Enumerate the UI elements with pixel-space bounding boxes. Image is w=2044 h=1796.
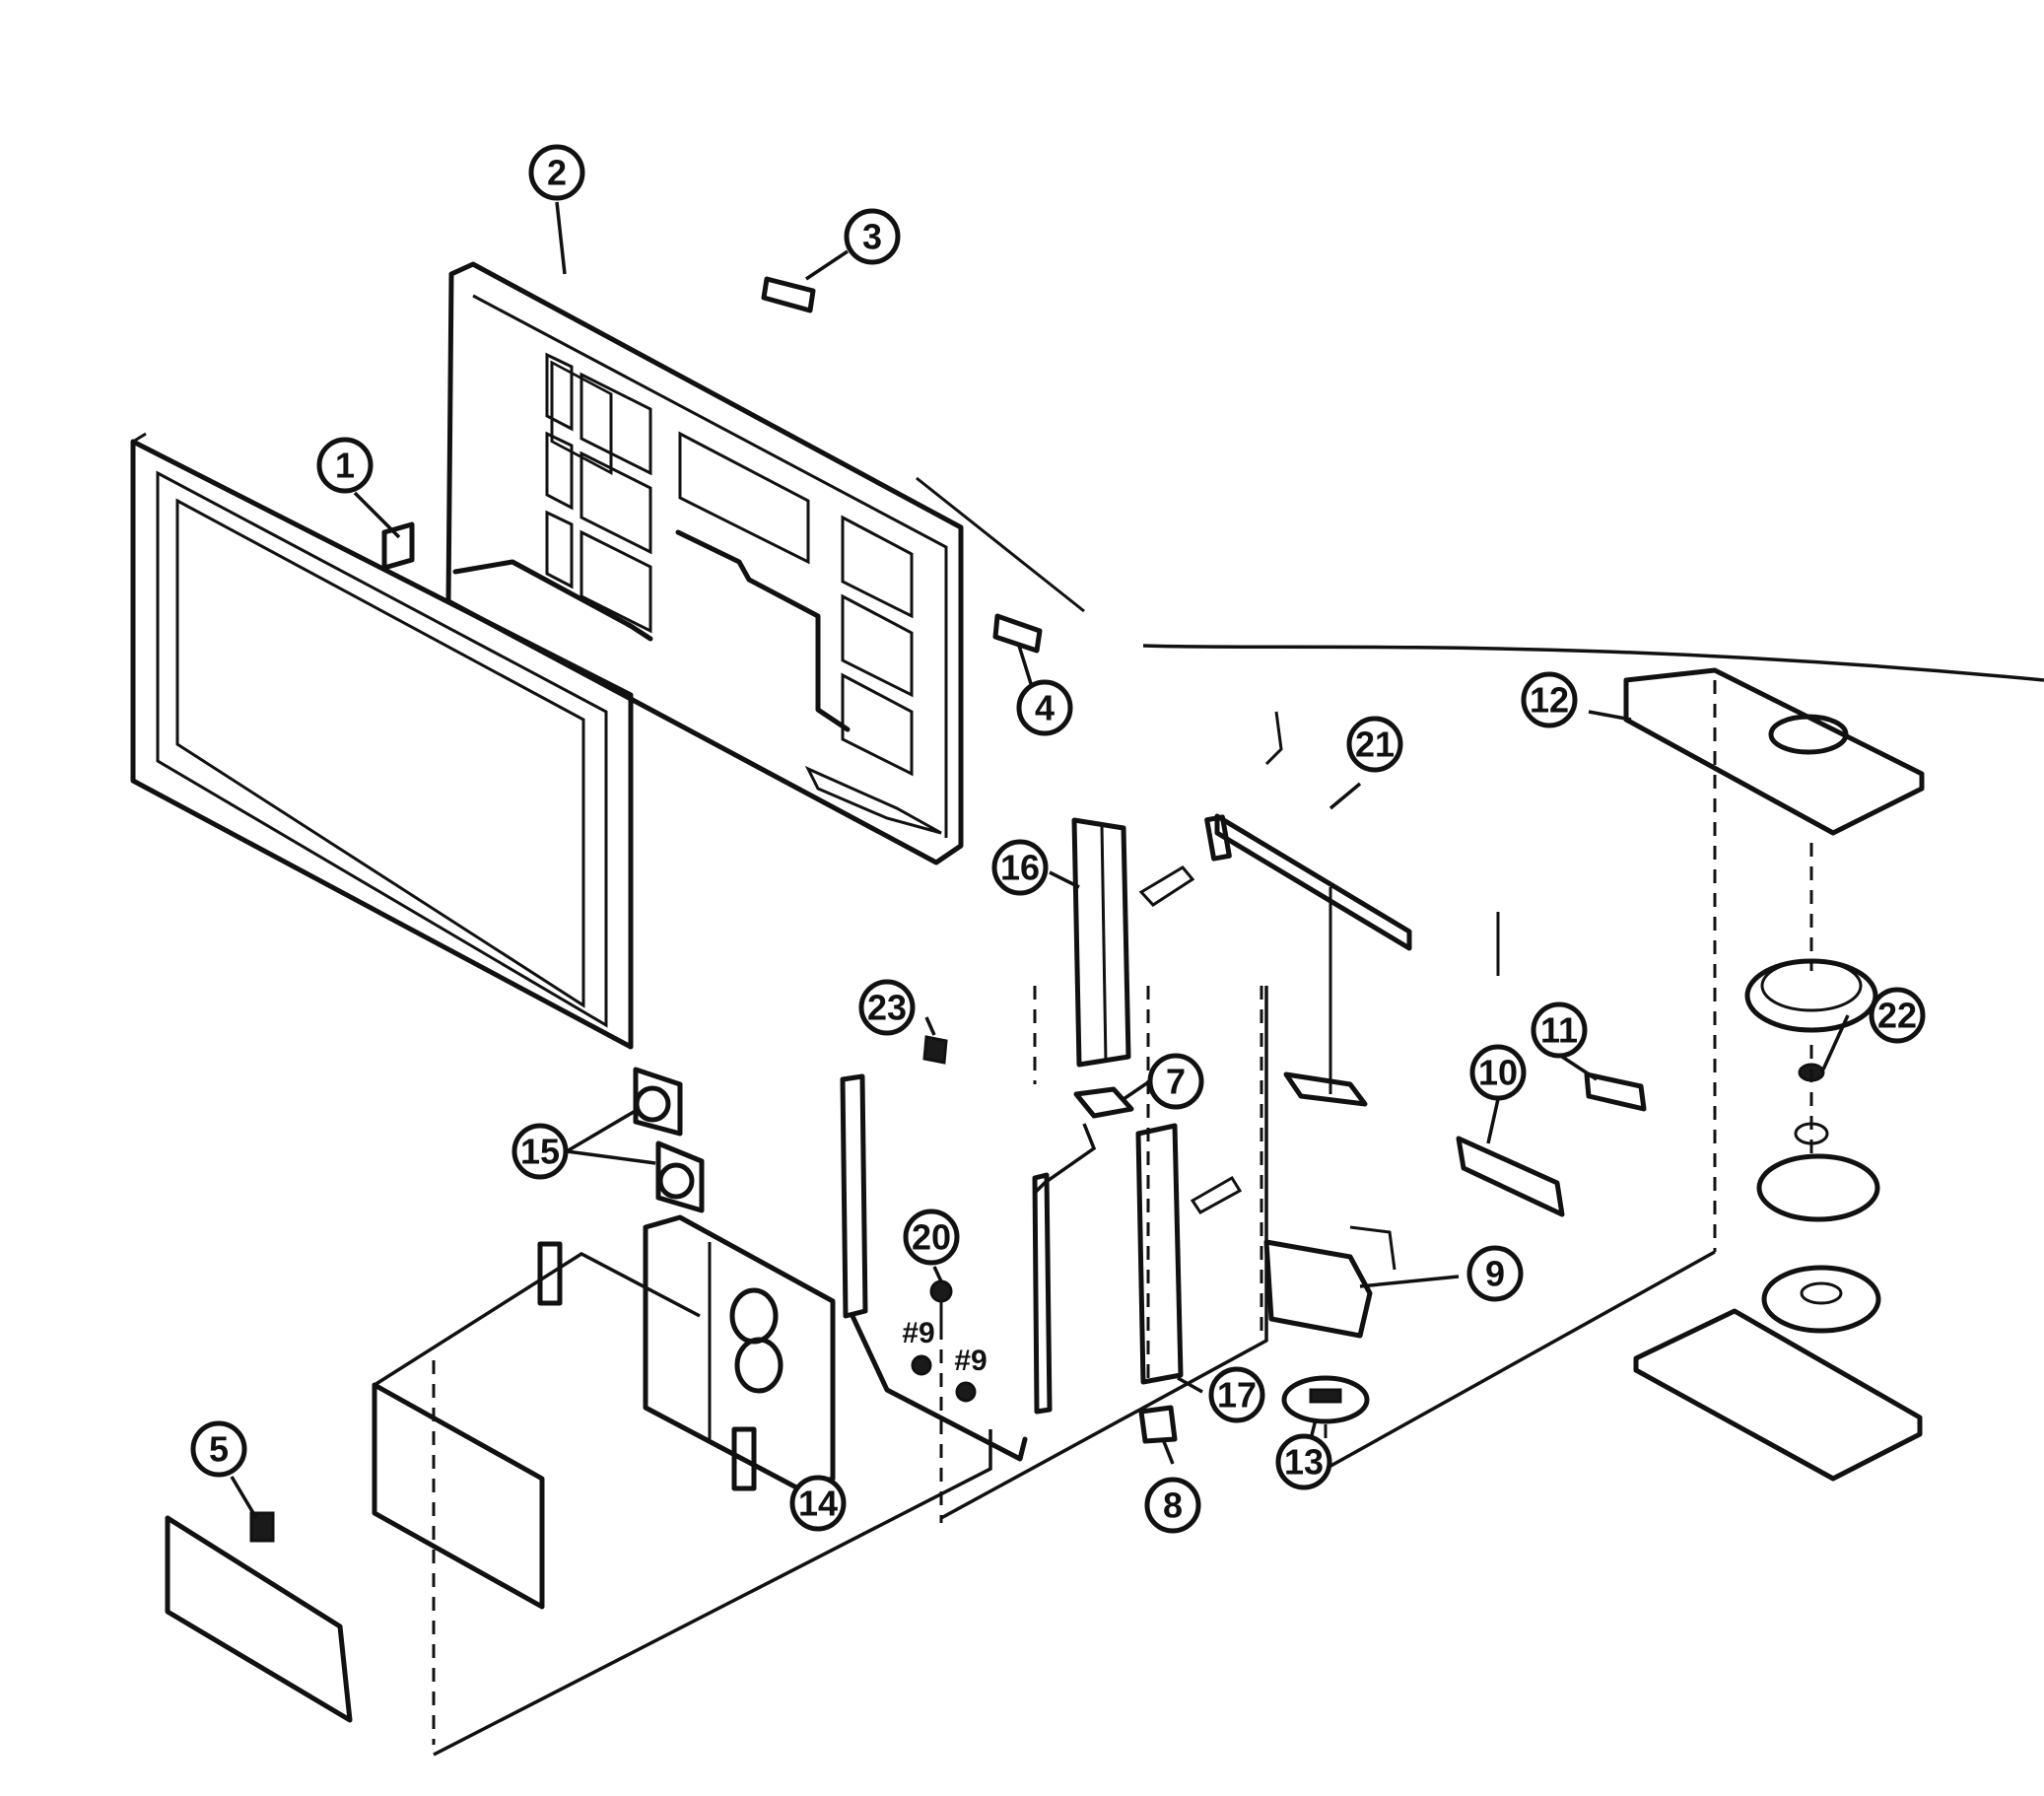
svg-text:7: 7 <box>1166 1062 1186 1102</box>
callout-8: 8 <box>1144 1477 1201 1534</box>
part-8-foot <box>1138 1405 1178 1444</box>
rear-chassis-frame <box>445 261 1085 865</box>
svg-text:12: 12 <box>1530 680 1569 721</box>
circuit-board-a <box>372 1382 545 1610</box>
svg-text:15: 15 <box>520 1132 560 1172</box>
note-screw-9-b: #9 <box>954 1345 987 1377</box>
svg-text:9: 9 <box>1485 1254 1505 1294</box>
part-15-speakers <box>633 1067 705 1213</box>
callout-22: 22 <box>1869 987 1926 1044</box>
svg-text:3: 3 <box>862 217 882 257</box>
vertical-rail <box>840 1073 1053 1462</box>
part-23-bracket <box>922 1035 948 1065</box>
pins <box>537 1241 757 1491</box>
part-10-bracket <box>1456 1136 1565 1217</box>
part-14-speaker-box <box>643 1214 836 1491</box>
callout-7: 7 <box>1147 1053 1204 1110</box>
svg-text:14: 14 <box>798 1484 838 1524</box>
screw-9-a-icon <box>911 1354 932 1376</box>
part-3-label <box>761 276 816 313</box>
svg-text:10: 10 <box>1478 1053 1518 1093</box>
callout-leader-lines <box>230 201 1850 1519</box>
callout-23: 23 <box>858 979 916 1036</box>
callout-15: 15 <box>511 1123 569 1180</box>
callout-13: 13 <box>1275 1433 1332 1490</box>
callout-2: 2 <box>528 144 585 201</box>
callout-1: 1 <box>316 437 374 494</box>
callout-20: 20 <box>903 1209 960 1266</box>
callout-5: 5 <box>190 1420 247 1478</box>
svg-text:4: 4 <box>1035 688 1055 728</box>
stand-base-plate <box>1633 1308 1923 1482</box>
part-11-bracket <box>1584 1071 1647 1112</box>
svg-text:16: 16 <box>1000 848 1040 888</box>
callout-10: 10 <box>1469 1044 1527 1101</box>
part-9-bracket <box>1263 1225 1397 1339</box>
svg-text:8: 8 <box>1163 1485 1183 1526</box>
svg-text:23: 23 <box>867 988 907 1028</box>
part-5-board <box>165 1511 353 1723</box>
callout-12: 12 <box>1521 671 1578 728</box>
svg-text:13: 13 <box>1284 1442 1324 1483</box>
callout-11: 11 <box>1531 1002 1588 1059</box>
screw-9-b-icon <box>955 1381 977 1403</box>
part-1-clip <box>381 521 415 571</box>
svg-text:17: 17 <box>1217 1375 1257 1416</box>
callout-3: 3 <box>844 208 901 265</box>
part-17-column <box>1135 1123 1243 1385</box>
callout-4: 4 <box>1016 679 1073 736</box>
callout-14: 14 <box>789 1475 847 1532</box>
part-4-bracket <box>992 613 1043 654</box>
upper-bracket-assembly <box>1204 711 1500 1107</box>
svg-text:11: 11 <box>1540 1010 1578 1051</box>
callout-16: 16 <box>991 839 1049 896</box>
note-screw-9-a: #9 <box>902 1317 934 1349</box>
svg-text:22: 22 <box>1877 996 1917 1036</box>
svg-text:1: 1 <box>335 446 355 486</box>
callout-9: 9 <box>1466 1245 1524 1302</box>
svg-text:21: 21 <box>1355 725 1395 765</box>
svg-text:2: 2 <box>547 153 567 193</box>
callout-21: 21 <box>1346 716 1403 773</box>
part-16-column <box>1071 817 1195 1068</box>
svg-text:5: 5 <box>209 1429 229 1470</box>
assembly-guide-lines <box>432 680 1813 1745</box>
assembly-outline-lines <box>374 644 2044 1757</box>
part-13-cap <box>1281 1375 1370 1424</box>
svg-text:20: 20 <box>912 1217 951 1258</box>
callout-17: 17 <box>1208 1366 1265 1423</box>
part-7-foot <box>1073 1086 1134 1119</box>
part-12-stand-cover <box>1623 667 1925 836</box>
display-panel-bezel <box>130 432 634 1050</box>
